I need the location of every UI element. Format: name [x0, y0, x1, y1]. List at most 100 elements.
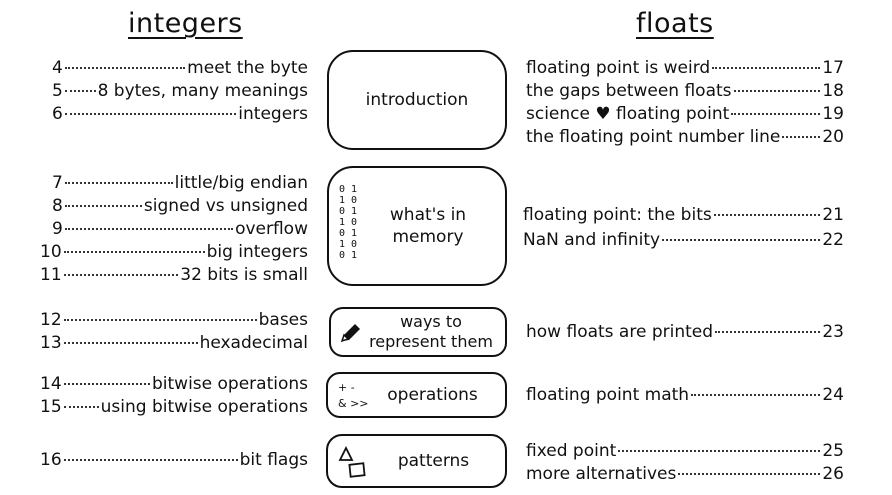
integers-column-title: integers [128, 8, 243, 39]
entry-title: big integers [206, 242, 308, 262]
leader-dots [63, 251, 205, 253]
entry-title: 8 bytes, many meanings [97, 81, 308, 101]
entry-title: integers [238, 104, 308, 124]
section-patterns-box: patterns [326, 434, 507, 488]
toc-entry[interactable]: floating point math 24 [526, 384, 844, 406]
toc-entry[interactable]: science ♥ floating point 19 [526, 103, 844, 125]
operators-line1: + - [338, 381, 355, 394]
page-number: 26 [822, 464, 844, 484]
entry-title: meet the byte [187, 58, 308, 78]
entry-title: fixed point [526, 441, 617, 461]
toc-entry[interactable]: 14 bitwise operations [40, 373, 308, 395]
toc-entry[interactable]: 16 bit flags [40, 449, 308, 471]
entry-title: science ♥ floating point [526, 104, 730, 124]
toc-entry[interactable]: 10 big integers [40, 241, 308, 263]
leader-dots [63, 274, 179, 276]
leader-dots [731, 113, 821, 115]
toc-entry[interactable]: 11 32 bits is small [40, 264, 308, 286]
page-number: 14 [40, 374, 62, 394]
leader-dots [64, 90, 96, 92]
entry-title: more alternatives [526, 464, 677, 484]
toc-entry[interactable]: floating point is weird 17 [526, 57, 844, 79]
toc-entry[interactable]: 6 integers [52, 103, 308, 125]
leader-dots [63, 319, 257, 321]
leader-dots [782, 136, 821, 138]
floats-column-title: floats [636, 8, 714, 39]
leader-dots [662, 239, 821, 241]
leader-dots [678, 473, 821, 475]
toc-entry[interactable]: floating point: the bits 21 [523, 204, 844, 226]
leader-dots [63, 342, 198, 344]
entry-title: little/big endian [174, 173, 308, 193]
entry-title: bitwise operations [151, 374, 308, 394]
toc-entry[interactable]: 13 hexadecimal [40, 332, 308, 354]
section-operations-label: operations [387, 385, 478, 405]
pencil-icon [340, 324, 360, 343]
leader-dots [64, 182, 173, 184]
entry-title: floating point math [526, 385, 690, 405]
entry-title: hexadecimal [199, 333, 308, 353]
toc-entry[interactable]: 7 little/big endian [52, 172, 308, 194]
entry-title: signed vs unsigned [143, 196, 308, 216]
page-number: 7 [52, 173, 63, 193]
page-number: 21 [822, 205, 844, 225]
leader-dots [64, 67, 186, 69]
entry-title: floating point: the bits [523, 205, 712, 225]
entry-title: NaN and infinity [523, 230, 661, 250]
leader-dots [64, 228, 234, 230]
section-memory-label-line2: memory [392, 227, 464, 247]
toc-entry[interactable]: how floats are printed 23 [526, 321, 844, 343]
toc-entry[interactable]: 15 using bitwise operations [40, 396, 308, 418]
entry-title: using bitwise operations [100, 397, 308, 417]
toc-entry[interactable]: 9 overflow [52, 218, 308, 240]
leader-dots [63, 383, 150, 385]
section-operations-box: + - & >> operations [326, 372, 507, 418]
page-number: 4 [52, 58, 63, 78]
entry-title: bit flags [239, 450, 308, 470]
toc-entry[interactable]: 4 meet the byte [52, 57, 308, 79]
entry-title: 32 bits is small [180, 265, 308, 285]
entry-title: the gaps between floats [526, 81, 732, 101]
shapes-icon [338, 445, 366, 478]
page-number: 13 [40, 333, 62, 353]
leader-dots [715, 331, 821, 333]
leader-dots [618, 450, 821, 452]
toc-entry[interactable]: 5 8 bytes, many meanings [52, 80, 308, 102]
page-number: 15 [40, 397, 62, 417]
page-number: 19 [822, 104, 844, 124]
operators-icon: + - & >> [338, 380, 369, 412]
leader-dots [64, 113, 237, 115]
entry-title: the floating point number line [526, 127, 781, 147]
page-number: 16 [40, 450, 62, 470]
page-number: 10 [40, 242, 62, 262]
operators-line2: & >> [338, 397, 369, 410]
section-memory-label-line1: what's in [389, 205, 467, 225]
section-representation-label-line2: represent them [369, 332, 493, 351]
toc-entry[interactable]: fixed point 25 [526, 440, 844, 462]
leader-dots [733, 90, 821, 92]
page-number: 6 [52, 104, 63, 124]
section-introduction-label: introduction [365, 90, 469, 110]
leader-dots [64, 205, 142, 207]
page-number: 18 [822, 81, 844, 101]
page-number: 25 [822, 441, 844, 461]
page-number: 22 [822, 230, 844, 250]
leader-dots [63, 406, 99, 408]
entry-title: overflow [235, 219, 308, 239]
toc-entry[interactable]: the floating point number line 20 [526, 126, 844, 148]
page-number: 23 [822, 322, 844, 342]
page-number: 20 [822, 127, 844, 147]
leader-dots [63, 459, 238, 461]
toc-entry[interactable]: 12 bases [40, 309, 308, 331]
toc-entry[interactable]: more alternatives 26 [526, 463, 844, 485]
entry-title: how floats are printed [526, 322, 714, 342]
entry-title: bases [258, 310, 308, 330]
page-number: 5 [52, 81, 63, 101]
toc-entry[interactable]: the gaps between floats 18 [526, 80, 844, 102]
page-number: 11 [40, 265, 62, 285]
section-patterns-label: patterns [397, 451, 470, 471]
section-representation-label-line1: ways to [400, 312, 462, 331]
page-number: 8 [52, 196, 63, 216]
toc-entry[interactable]: NaN and infinity 22 [523, 229, 844, 251]
toc-entry[interactable]: 8 signed vs unsigned [52, 195, 308, 217]
